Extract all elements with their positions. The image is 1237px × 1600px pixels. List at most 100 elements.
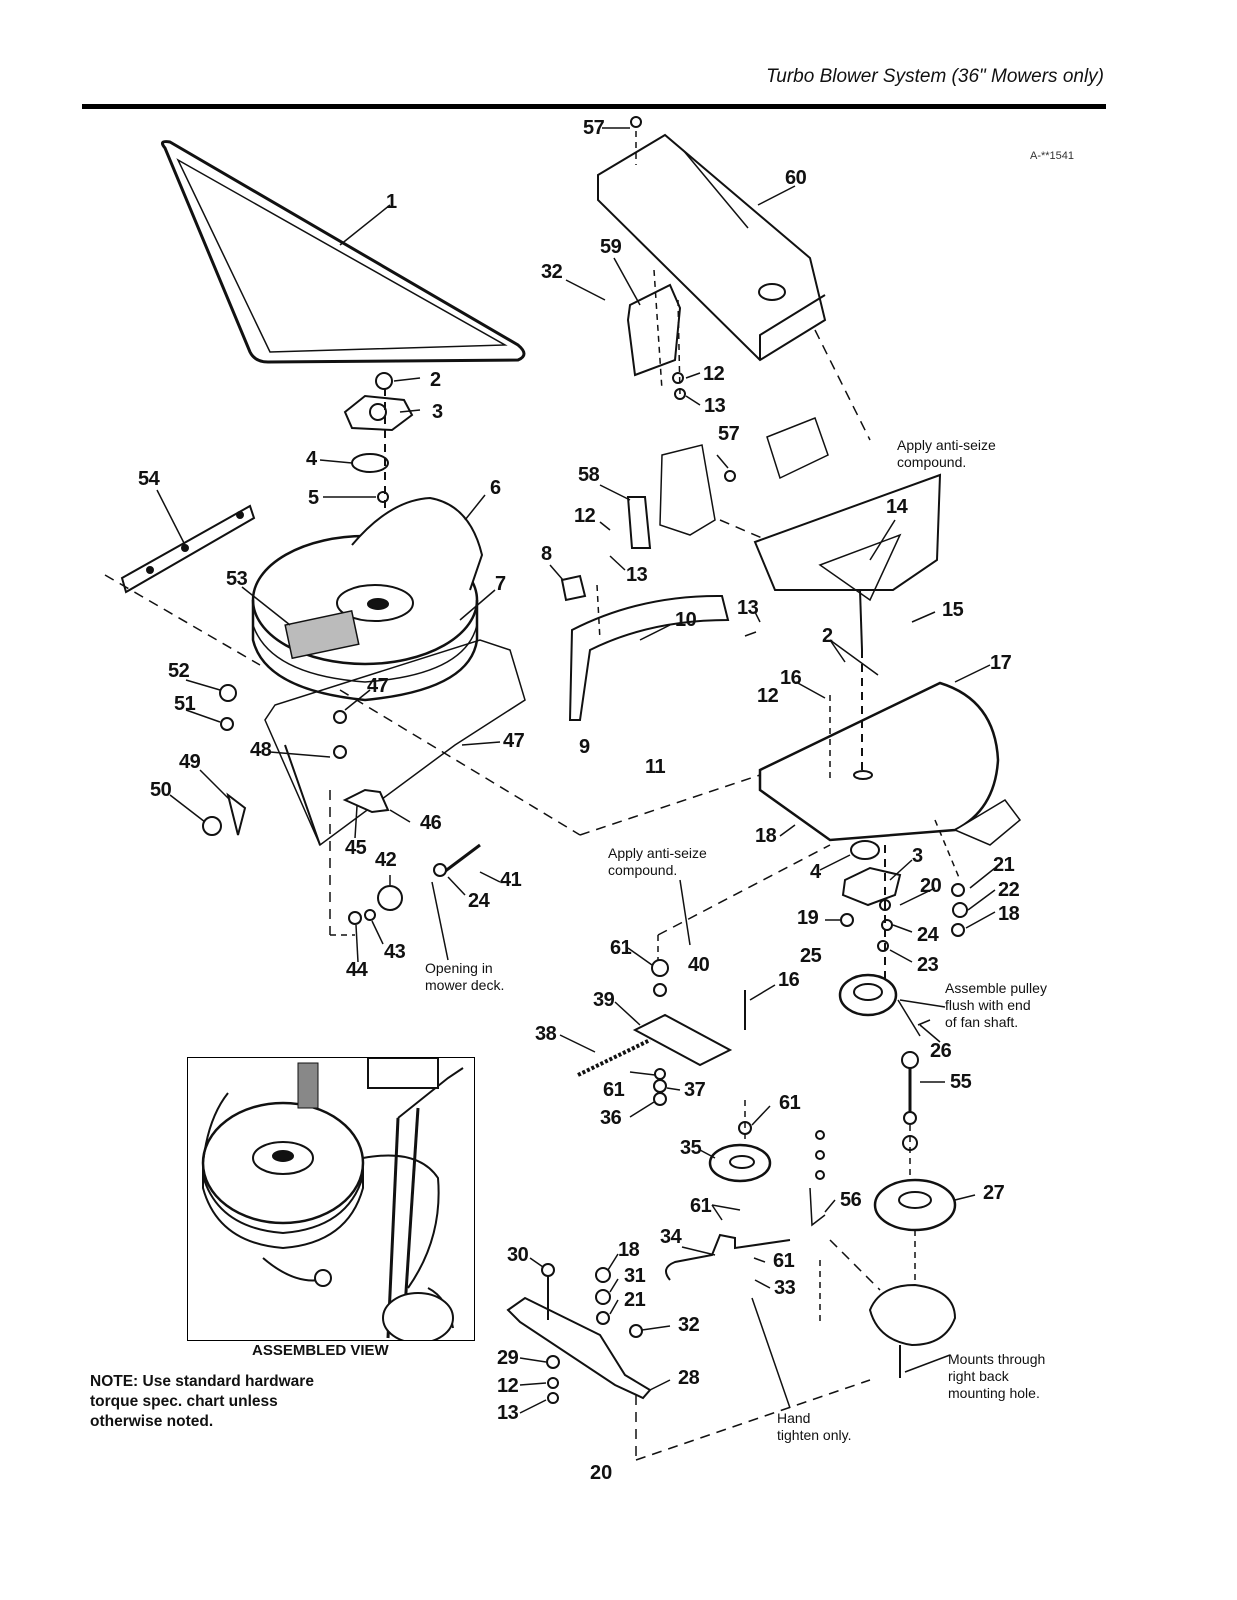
callout-34: 34 <box>660 1226 682 1248</box>
callout-60: 60 <box>785 167 807 189</box>
callout-56: 56 <box>840 1189 862 1211</box>
callout-30: 30 <box>507 1244 529 1266</box>
callout-48: 48 <box>250 739 272 761</box>
callout-59: 59 <box>600 236 622 258</box>
callout-6: 6 <box>490 477 501 499</box>
callout-25: 25 <box>800 945 822 967</box>
callout-61-c: 61 <box>779 1092 801 1114</box>
callout-13-d: 13 <box>497 1402 519 1424</box>
callout-23: 23 <box>917 954 939 976</box>
part-belt <box>160 140 526 364</box>
callout-13-c: 13 <box>737 597 759 619</box>
callout-61-e: 61 <box>773 1250 795 1272</box>
callout-49: 49 <box>179 751 201 773</box>
part-spindle <box>868 1283 957 1347</box>
callout-28: 28 <box>678 1367 700 1389</box>
part-arm-39 <box>632 1013 733 1067</box>
part-pulley-25 <box>838 973 898 1017</box>
part-blade-28 <box>506 1296 652 1400</box>
callout-5: 5 <box>308 487 319 509</box>
callout-43: 43 <box>384 941 406 963</box>
callout-12: 12 <box>703 363 725 385</box>
callout-3: 3 <box>432 401 443 423</box>
callout-41: 41 <box>500 869 522 891</box>
part-chute-9 <box>568 594 730 721</box>
header-rule <box>82 104 1106 109</box>
callout-55: 55 <box>950 1071 972 1093</box>
part-pulley-42 <box>377 885 403 911</box>
part-plate-17 <box>758 681 1000 842</box>
callout-11: 11 <box>645 756 666 778</box>
callout-37: 37 <box>684 1079 706 1101</box>
callout-38: 38 <box>535 1023 557 1045</box>
callout-2: 2 <box>430 369 441 391</box>
drawing-id: A-**1541 <box>1030 150 1075 162</box>
page-header-title: Turbo Blower System (36" Mowers only) <box>766 66 1104 87</box>
part-bearing-4 <box>351 453 389 473</box>
part-deflector-14 <box>753 473 942 591</box>
note-assemble-pulley: Assemble pulley flush with end of fan sh… <box>945 980 1047 1030</box>
callout-12-c: 12 <box>757 685 779 707</box>
part-washer-5 <box>377 491 389 503</box>
callout-32-b: 32 <box>678 1314 700 1336</box>
callout-1: 1 <box>386 191 397 213</box>
part-bolt-57a <box>630 116 642 128</box>
part-clip-45 <box>342 788 390 814</box>
note-mounts-through: Mounts through right back mounting hole. <box>948 1351 1046 1401</box>
callout-12-b: 12 <box>574 505 596 527</box>
callout-45: 45 <box>345 837 367 859</box>
callout-13: 13 <box>704 395 726 417</box>
callout-4: 4 <box>306 448 317 470</box>
callout-39: 39 <box>593 989 615 1011</box>
part-bearing-4b <box>850 840 880 860</box>
callout-52: 52 <box>168 660 190 682</box>
callout-17: 17 <box>990 652 1012 674</box>
callout-31: 31 <box>624 1265 646 1287</box>
part-flange-3b <box>841 866 902 907</box>
callout-2-b: 2 <box>822 625 833 647</box>
part-rod-34 <box>665 1233 791 1281</box>
part-bracket-59 <box>626 283 682 377</box>
callout-18: 18 <box>755 825 777 847</box>
part-decal-53 <box>284 609 360 660</box>
part-plate-bracket <box>953 799 1022 846</box>
part-chute <box>351 496 484 591</box>
assembled-view-drawing <box>201 1058 464 1340</box>
callout-29: 29 <box>497 1347 519 1369</box>
part-bracket-58 <box>626 496 652 549</box>
note-hand-tighten: Hand tighten only. <box>777 1410 852 1443</box>
note-anti-seize-mid: Apply anti-seize compound. <box>608 845 707 878</box>
part-deck-bracket <box>264 639 526 847</box>
callout-27: 27 <box>983 1182 1005 1204</box>
callout-61: 61 <box>610 937 632 959</box>
callout-46: 46 <box>420 812 442 834</box>
callout-24: 24 <box>468 890 490 912</box>
assembled-view-caption: ASSEMBLED VIEW <box>252 1342 389 1359</box>
callout-13-b: 13 <box>626 564 648 586</box>
callout-24-b: 24 <box>917 924 939 946</box>
part-flange-3 <box>343 394 414 432</box>
assembled-view-inset <box>187 1057 475 1341</box>
part-belt-inner <box>176 158 508 353</box>
callout-57: 57 <box>583 117 605 139</box>
part-spring-38 <box>577 1038 651 1077</box>
part-clip-8 <box>560 574 587 602</box>
callout-26: 26 <box>930 1040 952 1062</box>
callout-4-b: 4 <box>810 861 821 883</box>
callout-7: 7 <box>495 573 506 595</box>
callout-47: 47 <box>367 675 389 697</box>
page-number: 20 <box>590 1462 613 1484</box>
callout-36: 36 <box>600 1107 622 1129</box>
callout-15: 15 <box>942 599 964 621</box>
callout-47-b: 47 <box>503 730 525 752</box>
part-bracket-56 <box>809 1187 826 1227</box>
callout-14: 14 <box>886 496 908 518</box>
callout-53: 53 <box>226 568 248 590</box>
callout-58: 58 <box>578 464 600 486</box>
callout-16-b: 16 <box>778 969 800 991</box>
leader-lines <box>156 127 996 1414</box>
callout-18-b: 18 <box>998 903 1020 925</box>
callout-32: 32 <box>541 261 563 283</box>
callout-35: 35 <box>680 1137 702 1159</box>
